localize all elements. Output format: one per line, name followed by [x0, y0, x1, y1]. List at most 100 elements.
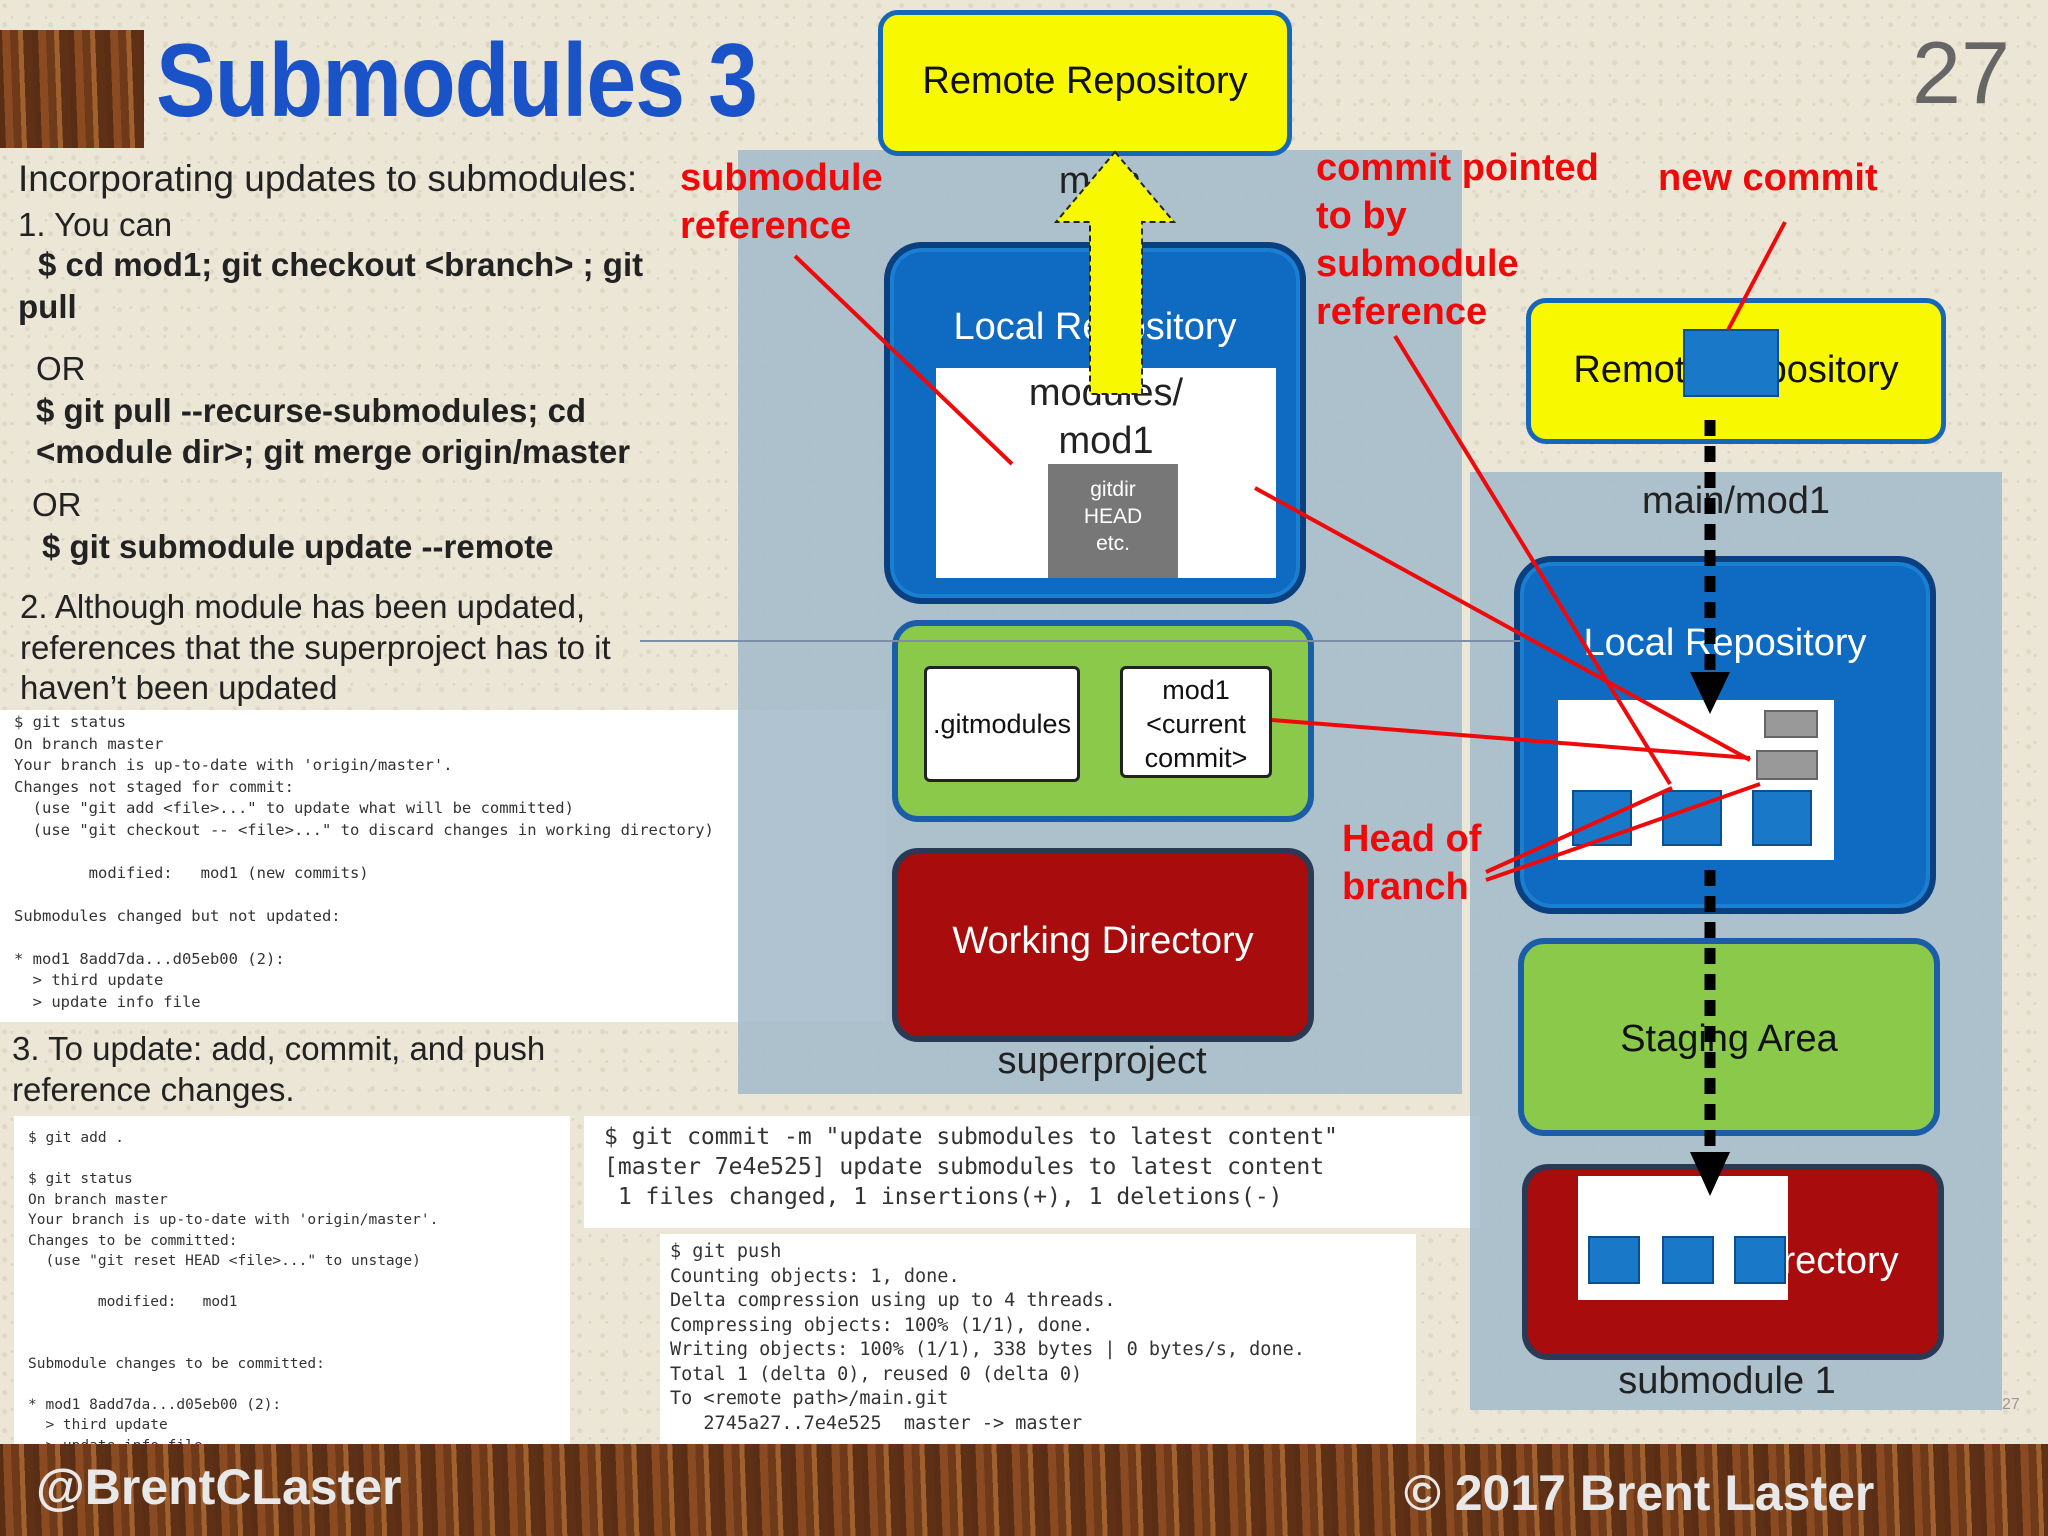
terminal-line: On branch master: [28, 1191, 168, 1208]
terminal-line: Writing objects: 100% (1/1), 338 bytes |…: [670, 1339, 1305, 1360]
annotation-new-commit: new commit: [1658, 157, 1878, 199]
terminal-line: $ git add .: [28, 1130, 125, 1146]
item2-line1: 2. Although module has been updated,: [20, 588, 586, 625]
gitdir-line1: gitdir: [1090, 478, 1136, 501]
new-commit-icon: [1683, 329, 1779, 397]
sub-staging-area-label: Staging Area: [1620, 1018, 1838, 1060]
working-directory-label: Working Directory: [952, 920, 1254, 962]
terminal-line: $ git push: [670, 1241, 782, 1262]
terminal-line: * mod1 8add7da...d05eb00 (2):: [14, 949, 285, 968]
cmd1-line2: pull: [18, 288, 77, 325]
terminal-line: modified: mod1: [28, 1294, 238, 1310]
push-up-arrow-icon: [1053, 150, 1177, 395]
wd-commit-node-2: [1662, 1236, 1714, 1284]
wd-commit-node-1: [1588, 1236, 1640, 1284]
branch-pointer-tag: [1756, 750, 1818, 780]
gitdir-line2: HEAD: [1083, 505, 1143, 528]
terminal-line: Submodule changes to be committed:: [28, 1355, 325, 1372]
super-local-repository-box: Local Repository modules/ mod1 gitdir HE…: [884, 242, 1306, 604]
footer-copyright: © 2017 Brent Laster: [1404, 1465, 1875, 1521]
terminal-line: On branch master: [14, 734, 164, 753]
terminal-line: $ git status: [28, 1171, 133, 1187]
or-label-1: OR: [36, 350, 86, 387]
terminal-line: To <remote path>/main.git: [670, 1388, 949, 1409]
mod1-commit-scroll: mod1 <current commit>: [1120, 666, 1272, 778]
sub-remote-repository-box: Remote Repository: [1526, 298, 1946, 444]
wood-footer: @BrentCLaster © 2017 Brent Laster: [0, 1444, 2048, 1536]
gitdir-box: gitdir HEAD etc.: [1048, 464, 1178, 578]
terminal-line: modified: mod1 (new commits): [14, 863, 369, 882]
terminal-line: > third update: [28, 1417, 168, 1433]
super-staging-area-box: .gitmodules mod1 <current commit>: [892, 620, 1314, 822]
annotation-submodule-reference-1: submodule: [680, 157, 883, 199]
gitdir-line3: etc.: [1096, 532, 1130, 555]
sub-panel-label: main/mod1: [1642, 480, 1830, 522]
terminal-line: > update info file: [14, 992, 201, 1011]
item3-line1: 3. To update: add, commit, and push: [12, 1030, 546, 1067]
annotation-head-of-branch-2: branch: [1342, 866, 1469, 908]
page-number: 27: [1912, 23, 2010, 122]
cmd1-line1: $ cd mod1; git checkout <branch> ; git: [38, 246, 644, 283]
superproject-label: superproject: [997, 1040, 1207, 1082]
remote-repository-label: Remote Repository: [922, 60, 1248, 102]
terminal-line: 2745a27..7e4e525 master -> master: [670, 1412, 1083, 1434]
item2-line3: haven’t been updated: [20, 669, 338, 706]
modules-dir-box: modules/ mod1 gitdir HEAD etc.: [936, 368, 1276, 578]
cmd2-line2: <module dir>; git merge origin/master: [36, 433, 631, 470]
terminal-line: Your branch is up-to-date with 'origin/m…: [28, 1212, 439, 1228]
annotation-commit-pointed-2: to by: [1316, 195, 1407, 237]
annotation-commit-pointed-3: submodule: [1316, 243, 1519, 285]
terminal-line: 1 files changed, 1 insertions(+), 1 dele…: [604, 1184, 1283, 1210]
sub-commit-graph: [1558, 700, 1834, 860]
terminal-line: > third update: [14, 971, 164, 989]
sub-staging-area-box: Staging Area: [1518, 938, 1940, 1136]
terminal-line: Compressing objects: 100% (1/1), done.: [670, 1314, 1094, 1336]
slide-title: Submodules 3: [156, 23, 758, 139]
super-working-directory-box: Working Directory: [892, 848, 1314, 1042]
sub-local-repository-label: Local Repository: [1583, 622, 1867, 664]
terminal-line: Total 1 (delta 0), reused 0 (delta 0): [670, 1363, 1083, 1385]
sub-local-repository-box: Local Repository: [1514, 556, 1936, 914]
head-pointer-tag: [1764, 710, 1818, 738]
dotted-down-arrow-icon: [1690, 420, 1730, 1196]
mod1-scroll-line1: mod1: [1162, 675, 1230, 705]
terminal-line: $ git commit -m "update submodules to la…: [604, 1124, 1338, 1150]
terminal-line: $ git status: [14, 713, 126, 731]
submodule-label: submodule 1: [1618, 1360, 1836, 1402]
or-label-2: OR: [32, 486, 82, 523]
git-commit-output: $ git commit -m "update submodules to la…: [584, 1116, 1480, 1228]
terminal-line: (use "git add <file>..." to update what …: [14, 799, 574, 817]
item3-line2: reference changes.: [12, 1071, 295, 1108]
annotation-submodule-reference-2: reference: [680, 205, 852, 247]
terminal-line: (use "git checkout -- <file>..." to disc…: [14, 820, 714, 839]
terminal-line: Changes to be committed:: [28, 1232, 238, 1249]
annotation-commit-pointed-4: reference: [1316, 291, 1488, 333]
wd-commit-node-3: [1734, 1236, 1786, 1284]
commit-node-3: [1752, 790, 1812, 846]
item2-line2: references that the superproject has to …: [20, 629, 611, 666]
cmd2-line1: $ git pull --recurse-submodules; cd: [36, 392, 587, 429]
cmd3: $ git submodule update --remote: [42, 528, 554, 565]
heading-incorporating: Incorporating updates to submodules:: [18, 158, 638, 199]
footer-handle: @BrentCLaster: [36, 1459, 402, 1515]
git-status-output-2: $ git add . $ git status On branch master…: [14, 1116, 570, 1460]
sub-working-directory-box: Working Directory: [1522, 1164, 1944, 1360]
terminal-line: Submodules changed but not updated:: [14, 906, 341, 925]
annotation-head-of-branch-1: Head of: [1342, 818, 1482, 860]
terminal-line: Your branch is up-to-date with 'origin/m…: [14, 756, 453, 774]
sub-working-commit-graph: [1578, 1176, 1788, 1300]
terminal-line: (use "git reset HEAD <file>..." to unsta…: [28, 1253, 421, 1269]
item1-label: 1. You can: [18, 206, 173, 243]
gitmodules-scroll: .gitmodules: [924, 666, 1080, 782]
terminal-line: Delta compression using up to 4 threads.: [670, 1290, 1116, 1311]
remote-repository-box: Remote Repository: [878, 10, 1292, 156]
small-page-number: 27: [2002, 1396, 2020, 1413]
terminal-line: [master 7e4e525] update submodules to la…: [604, 1154, 1325, 1180]
modules-line2: mod1: [1058, 420, 1154, 462]
terminal-line: * mod1 8add7da...d05eb00 (2):: [28, 1396, 282, 1413]
terminal-line: Counting objects: 1, done.: [670, 1265, 960, 1287]
mod1-scroll-line3: commit>: [1144, 743, 1248, 773]
annotation-commit-pointed-1: commit pointed: [1316, 147, 1599, 189]
